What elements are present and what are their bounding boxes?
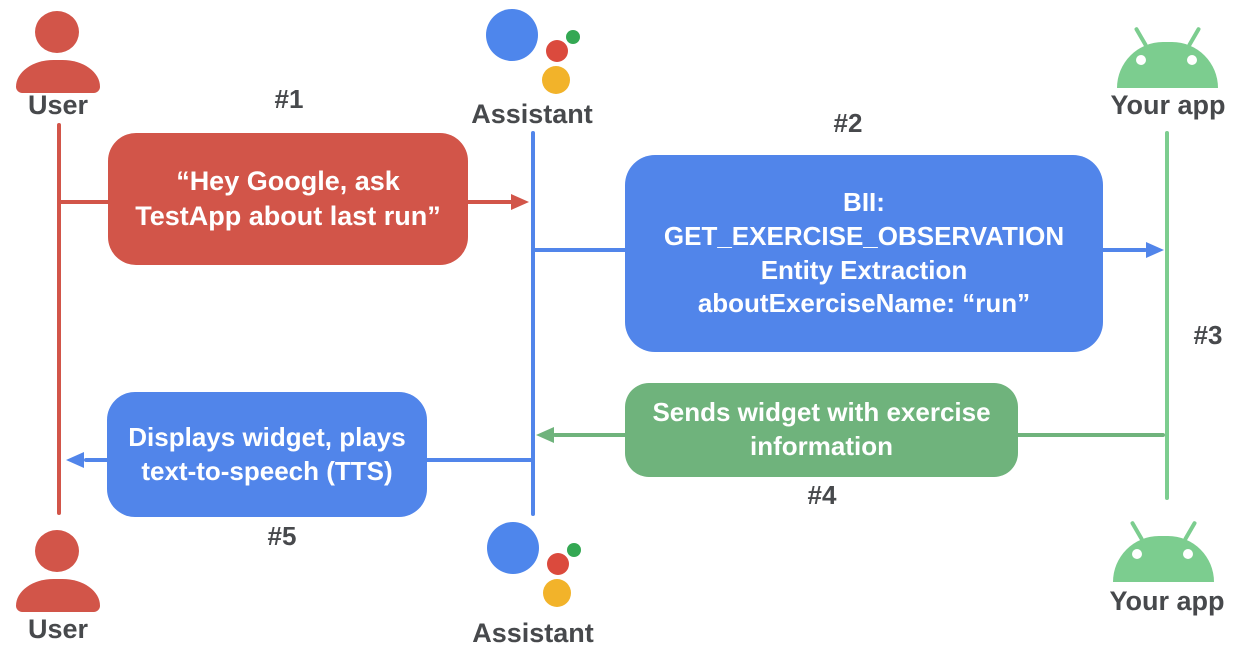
assistant-green-circle-icon (567, 543, 581, 557)
assistant-top-label: Assistant (471, 99, 593, 129)
step-label-5: #5 (267, 521, 297, 551)
assistant-lifeline (531, 131, 535, 516)
android-eye-left-icon (1136, 55, 1146, 65)
android-eye-right-icon (1187, 55, 1197, 65)
message-box-step4: Sends widget with exercise information (625, 383, 1018, 477)
app-top-android-icon (1117, 24, 1218, 88)
user-top-person-icon (16, 11, 100, 95)
assistant-yellow-circle-icon (542, 66, 570, 94)
person-head-icon (35, 11, 79, 53)
user-lifeline (57, 123, 61, 515)
step-label-1: #1 (274, 84, 304, 114)
message-text-step5: Displays widget, plays text-to-speech (T… (128, 421, 406, 486)
app-top-label: Your app (1110, 90, 1226, 120)
android-head-icon (1117, 42, 1218, 88)
arrow-step4-left-arrowhead-icon (536, 427, 554, 443)
arrow-step1-right-arrowhead-icon (511, 194, 529, 210)
assistant-blue-circle-icon (486, 9, 538, 61)
app-bottom-android-icon (1113, 518, 1214, 582)
step-label-2: #2 (833, 108, 863, 138)
assistant-top-logo-icon (486, 9, 580, 95)
message-box-step1: “Hey Google, ask TestApp about last run” (108, 133, 468, 265)
android-eye-left-icon (1132, 549, 1142, 559)
person-head-icon (35, 530, 79, 572)
message-text-step4: Sends widget with exercise information (652, 397, 991, 461)
user-bottom-person-icon (16, 530, 100, 614)
android-eye-right-icon (1183, 549, 1193, 559)
assistant-red-circle-icon (546, 40, 568, 62)
assistant-bottom-label: Assistant (472, 618, 594, 648)
person-body-icon (16, 60, 100, 93)
assistant-bottom-logo-icon (487, 522, 581, 608)
user-top-label: User (27, 90, 89, 120)
assistant-green-circle-icon (566, 30, 580, 44)
step-label-3: #3 (1193, 320, 1223, 350)
step-label-4: #4 (807, 480, 837, 510)
arrow-step5-left-arrowhead-icon (66, 452, 84, 468)
person-body-icon (16, 579, 100, 612)
app-bottom-label: Your app (1109, 586, 1225, 616)
assistant-blue-circle-icon (487, 522, 539, 574)
message-box-step2: BII: GET_EXERCISE_OBSERVATION Entity Ext… (625, 155, 1103, 352)
app-lifeline (1165, 131, 1169, 500)
message-box-step5: Displays widget, plays text-to-speech (T… (107, 392, 427, 517)
assistant-yellow-circle-icon (543, 579, 571, 607)
assistant-red-circle-icon (547, 553, 569, 575)
user-bottom-label: User (27, 614, 89, 644)
android-head-icon (1113, 536, 1214, 582)
message-text-step2: BII: GET_EXERCISE_OBSERVATION Entity Ext… (663, 186, 1065, 319)
message-text-step1: “Hey Google, ask TestApp about last run” (135, 165, 441, 231)
arrow-step2-right-arrowhead-icon (1146, 242, 1164, 258)
